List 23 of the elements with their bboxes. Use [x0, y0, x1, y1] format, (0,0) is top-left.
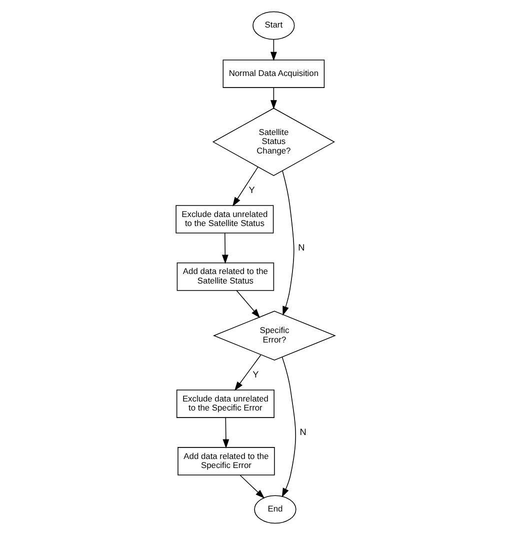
arrow: [222, 417, 230, 448]
arrow: [222, 232, 228, 264]
arrow: [232, 166, 258, 206]
node-box: Exclude data unrelated to the Satellite Status: [176, 205, 274, 234]
node-box: Add data related to the Satellite Status: [176, 262, 274, 291]
node-box: Normal Data Acquisition: [222, 60, 325, 88]
arrow: [270, 87, 277, 110]
node-box: Exclude data unrelated to the Specific Error: [176, 390, 274, 418]
edge-label: N: [298, 242, 305, 252]
node-box: Add data related to the Specific Error: [178, 447, 275, 476]
arrow: [270, 39, 277, 62]
arrow: [236, 290, 260, 318]
node-diamond: Satellite Status Change?: [212, 108, 335, 176]
node-ellipse: Start: [252, 11, 295, 40]
arrow: [234, 354, 262, 391]
arrow: [282, 170, 294, 316]
edge-label: Y: [248, 184, 255, 195]
edge-label: Y: [252, 369, 259, 380]
edge-label: N: [300, 426, 306, 437]
arrow: [282, 356, 296, 498]
arrow: [240, 474, 265, 499]
node-diamond: Specific Error?: [212, 310, 336, 361]
node-ellipse: End: [254, 495, 296, 524]
